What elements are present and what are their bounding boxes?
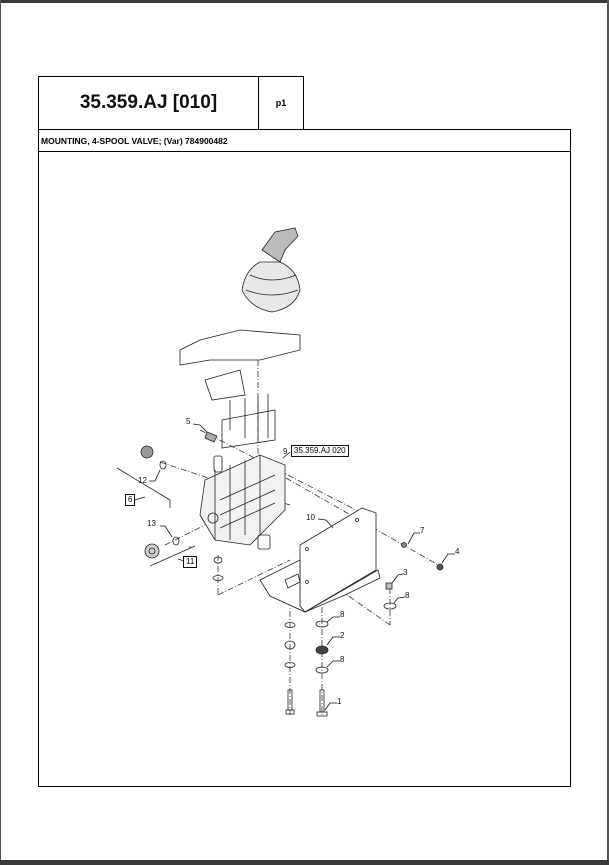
callout-8a: 8	[405, 591, 410, 600]
mounting-bracket	[259, 507, 381, 613]
callout-3: 3	[403, 568, 408, 577]
callout-12: 12	[138, 476, 147, 485]
callout-9: 9	[283, 447, 288, 456]
window-top-border	[0, 0, 609, 3]
reference-link-box[interactable]: 35.359.AJ 020	[291, 445, 349, 457]
callout-13: 13	[147, 519, 156, 528]
parts-diagram-area	[38, 151, 571, 787]
callout-10: 10	[306, 513, 315, 522]
callout-8c: 8	[340, 655, 345, 664]
four-spool-valve	[199, 454, 286, 550]
callout-1: 1	[337, 697, 342, 706]
plugs-and-orings	[116, 431, 218, 567]
callout-7: 7	[420, 526, 425, 535]
callout-2: 2	[340, 631, 345, 640]
joystick-control-assembly	[179, 227, 301, 449]
callout-4: 4	[455, 547, 460, 556]
window-bottom-border	[0, 860, 609, 865]
callout-5: 5	[186, 417, 191, 426]
fasteners-and-washers	[212, 542, 444, 717]
callout-8b: 8	[340, 610, 345, 619]
window-left-border	[0, 0, 1, 865]
center-lines	[159, 360, 441, 715]
callout-6-box: 6	[125, 494, 136, 506]
callout-leaders	[134, 423, 455, 711]
callout-11-box: 11	[183, 556, 198, 568]
window-right-border	[607, 0, 609, 865]
